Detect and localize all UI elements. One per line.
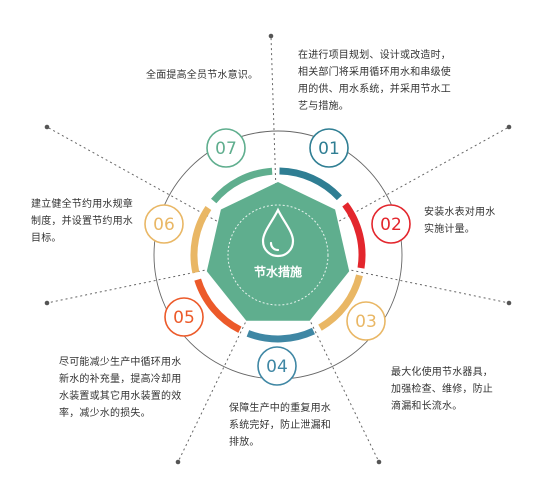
item-03-line: 滴漏和长流水。 (391, 401, 463, 412)
badge-number: 01 (318, 139, 340, 159)
badge-circle (346, 301, 386, 341)
center-heptagon (206, 182, 350, 321)
item-03-line: 加强检查、维修，防止 (391, 384, 493, 395)
badge-number: 07 (215, 139, 237, 159)
item-05-line: 率，减少水的损失。 (59, 408, 151, 419)
arc-ring (190, 167, 366, 343)
arc-segment-04 (246, 327, 315, 343)
arc-segment-05 (194, 278, 242, 333)
badge-circle (164, 297, 204, 337)
item-01-text: 在进行项目规划、设计或改造时， 相关部门将采用循环用水和串级使 用的供、用水系统… (298, 47, 451, 115)
guide-dots (44, 33, 512, 465)
badge-02: 02 (371, 204, 411, 244)
badge-circle (206, 128, 246, 168)
item-02-text: 安装水表对用水 实施计量。 (424, 204, 495, 238)
badge-circle (309, 128, 349, 168)
badge-number: 04 (266, 357, 288, 377)
arc-segment-02 (342, 202, 366, 269)
item-04-text: 保障生产中的重复用水 系统完好，防止泄漏和 排放。 (229, 400, 331, 451)
item-06-line: 目标。 (31, 233, 62, 244)
badge-number: 02 (380, 215, 402, 235)
item-01-line: 艺与措施。 (298, 101, 349, 112)
item-01-line: 用的供、用水系统，并采用节水工 (298, 84, 451, 95)
item-05-line: 尽可能减少生产中循环用水 (59, 357, 182, 368)
badge-number: 05 (173, 308, 195, 328)
item-01-line: 相关部门将采用循环用水和串级使 (298, 67, 451, 78)
item-03-text: 最大化使用节水器具， 加强检查、维修，防止 滴漏和长流水。 (391, 364, 493, 415)
arc-segment-01 (279, 167, 342, 201)
center-label: 节水措施 (253, 265, 302, 279)
arc-segment-07 (211, 167, 273, 204)
item-05-line: 新水的补充量，提高冷却用 (59, 374, 182, 385)
badge-circle (371, 204, 411, 244)
badge-circle (257, 346, 297, 386)
item-01-line: 在进行项目规划、设计或改造时， (298, 50, 451, 61)
number-badges: 01 02 03 04 05 06 07 (144, 128, 411, 386)
item-04-line: 保障生产中的重复用水 (229, 403, 331, 414)
badge-01: 01 (309, 128, 349, 168)
item-02-line: 安装水表对用水 (424, 207, 496, 218)
item-05-line: 水装置或其它用水装置的效 (59, 391, 182, 402)
item-04-line: 排放。 (229, 437, 260, 448)
badge-06: 06 (144, 204, 184, 244)
badge-07: 07 (206, 128, 246, 168)
item-03-line: 最大化使用节水器具， (391, 367, 493, 378)
item-06-line: 建立健全节约用水规章 (31, 199, 133, 210)
badge-number: 06 (153, 215, 175, 235)
water-drop-icon (261, 207, 295, 258)
badge-03: 03 (346, 301, 386, 341)
badge-number: 03 (355, 312, 377, 332)
item-06-line: 制度，并设置节约用水 (31, 216, 133, 227)
item-06-text: 建立健全节约用水规章 制度，并设置节约用水 目标。 (31, 196, 133, 247)
arc-segment-06 (190, 206, 212, 274)
badge-circle (144, 204, 184, 244)
badge-05: 05 (164, 297, 204, 337)
item-04-line: 系统完好，防止泄漏和 (229, 420, 331, 431)
arc-segment-03 (318, 274, 363, 331)
item-07-line: 全面提高全员节水意识。 (146, 70, 259, 81)
item-02-line: 实施计量。 (424, 224, 475, 235)
badge-04: 04 (257, 346, 297, 386)
item-05-text: 尽可能减少生产中循环用水 新水的补充量，提高冷却用 水装置或其它用水装置的效 率… (59, 354, 181, 422)
inner-dotted-circle (227, 204, 329, 306)
item-07-text: 全面提高全员节水意识。 (146, 67, 258, 84)
